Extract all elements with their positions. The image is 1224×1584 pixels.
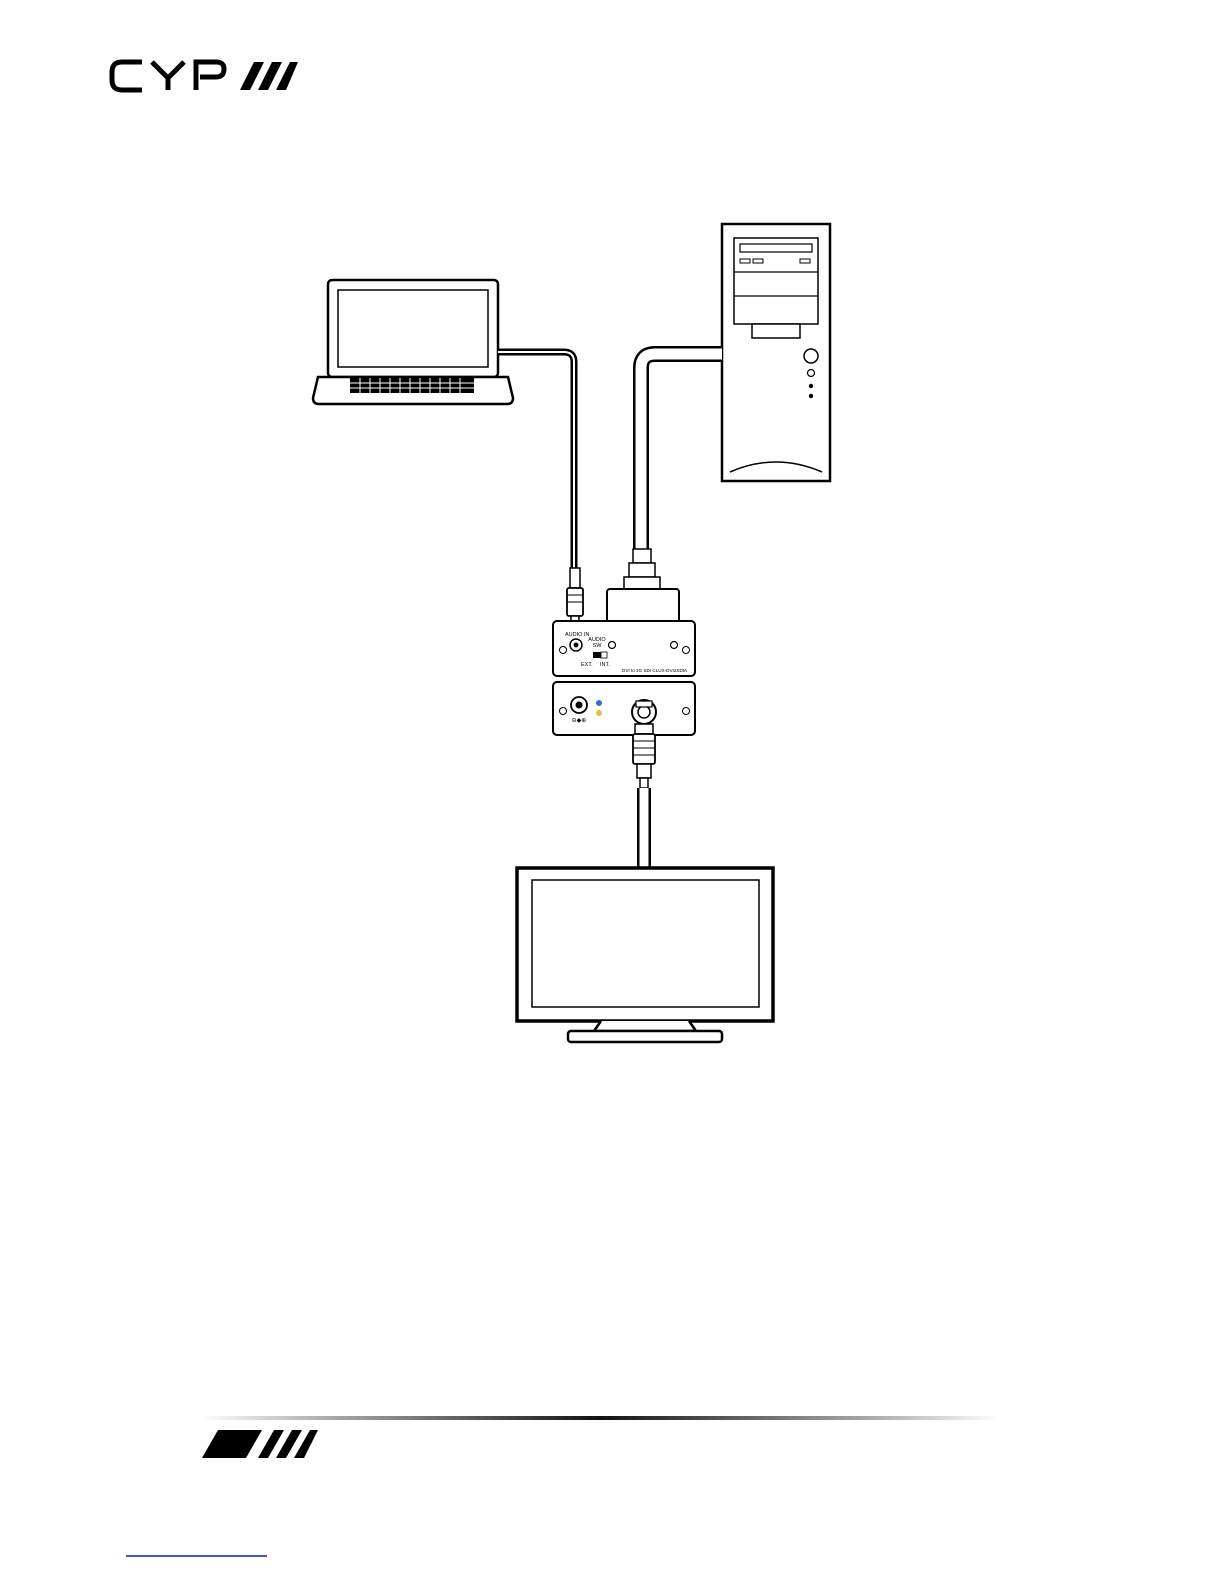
pc-tower-icon: [722, 224, 830, 481]
footer-divider: [200, 1416, 1000, 1420]
footer-link-underline[interactable]: [126, 1555, 267, 1557]
power-led: [596, 700, 602, 706]
tv-monitor-icon: [517, 868, 773, 1042]
sdi-cable: [633, 724, 655, 868]
footer-logo-mark: [200, 1428, 320, 1460]
svg-text:⊖◆⊕: ⊖◆⊕: [572, 718, 587, 724]
converter-input-panel: [550, 618, 695, 676]
converter-output-panel: ⊖◆⊕: [553, 682, 695, 735]
dvi-cable: [607, 354, 722, 651]
signal-led: [596, 710, 602, 716]
laptop-icon: [313, 280, 513, 404]
